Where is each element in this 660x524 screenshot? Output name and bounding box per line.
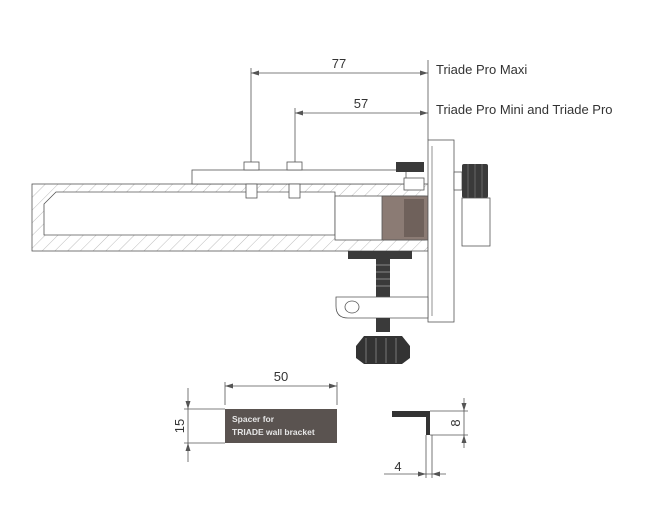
top-clip-step — [403, 177, 425, 191]
adjuster-housing — [461, 197, 491, 247]
top-plate-body — [191, 169, 407, 185]
spacer-label-line1: Spacer for — [232, 414, 275, 424]
spacer-label-line2: TRIADE wall bracket — [232, 427, 315, 437]
adjuster-neck — [453, 171, 463, 191]
spacer-height-arrow-top — [185, 401, 191, 409]
dimension-mini-value: 57 — [354, 96, 368, 111]
profile-width-arrow-left — [418, 471, 426, 477]
rod-sleeve-shadow — [404, 199, 424, 237]
label-triade-pro-mini: Triade Pro Mini and Triade Pro — [436, 102, 613, 117]
clamp-nut — [348, 251, 412, 259]
top-plate — [191, 161, 425, 199]
dimension-maxi-value: 77 — [332, 56, 346, 71]
profile-detail: 8 4 — [384, 398, 468, 478]
clamp-hole — [344, 300, 360, 314]
spacer-width-arrow-right — [329, 383, 337, 389]
wall-plate — [427, 139, 491, 323]
profile-height-value: 8 — [448, 419, 463, 426]
inner-rod — [334, 195, 429, 241]
arrow-maxi-left — [251, 70, 259, 76]
lower-rod — [376, 318, 390, 332]
lower-clamp — [335, 251, 429, 364]
threaded-rod — [376, 259, 390, 297]
screw-head-1 — [243, 161, 260, 171]
screw-shank-1 — [245, 183, 258, 199]
bottom-knob — [356, 336, 410, 364]
profile-height-arrow-bottom — [461, 435, 467, 443]
profile-width-value: 4 — [394, 459, 401, 474]
label-triade-pro-maxi: Triade Pro Maxi — [436, 62, 527, 77]
spacer-width-value: 50 — [274, 369, 288, 384]
clamp-arm — [335, 296, 429, 319]
arrow-maxi-right — [420, 70, 428, 76]
shelf-bore — [43, 191, 336, 236]
spacer-width-arrow-left — [225, 383, 233, 389]
arrow-mini-right — [420, 110, 428, 116]
l-profile — [392, 411, 430, 435]
profile-width-arrow-right — [432, 471, 440, 477]
spacer-block — [225, 409, 337, 443]
top-clip — [396, 162, 424, 172]
profile-height-arrow-top — [461, 403, 467, 411]
screw-head-2 — [286, 161, 303, 171]
spacer-detail: 50 15 Spacer for TRIADE wall bracket — [172, 369, 338, 462]
spacer-height-value: 15 — [172, 419, 187, 433]
screw-shank-2 — [288, 183, 301, 199]
arrow-mini-left — [295, 110, 303, 116]
spacer-height-arrow-bottom — [185, 443, 191, 451]
